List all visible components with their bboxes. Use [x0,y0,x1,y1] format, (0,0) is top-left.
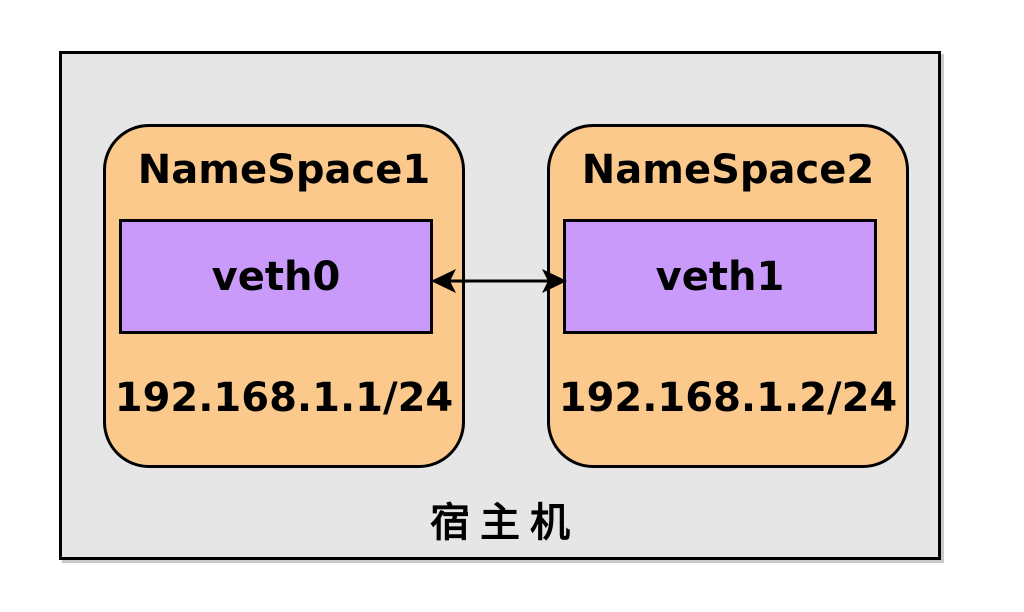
namespace1-ip-address: 192.168.1.1/24 [114,375,454,421]
namespace2-box: NameSpace2 veth1 192.168.1.2/24 [547,124,909,468]
namespace2-title: NameSpace2 [581,147,875,193]
veth1-box: veth1 [563,219,877,334]
veth1-label: veth1 [655,253,785,300]
namespace1-title: NameSpace1 [137,147,431,193]
host-label: 宿主机 [430,500,580,546]
veth-pair-arrow-icon [431,269,567,293]
namespace1-box: NameSpace1 veth0 192.168.1.1/24 [103,124,465,468]
veth0-box: veth0 [119,219,433,334]
namespace2-ip-address: 192.168.1.2/24 [558,375,898,421]
veth0-label: veth0 [211,253,341,300]
host-box: NameSpace1 veth0 192.168.1.1/24 NameSpac… [59,51,941,560]
